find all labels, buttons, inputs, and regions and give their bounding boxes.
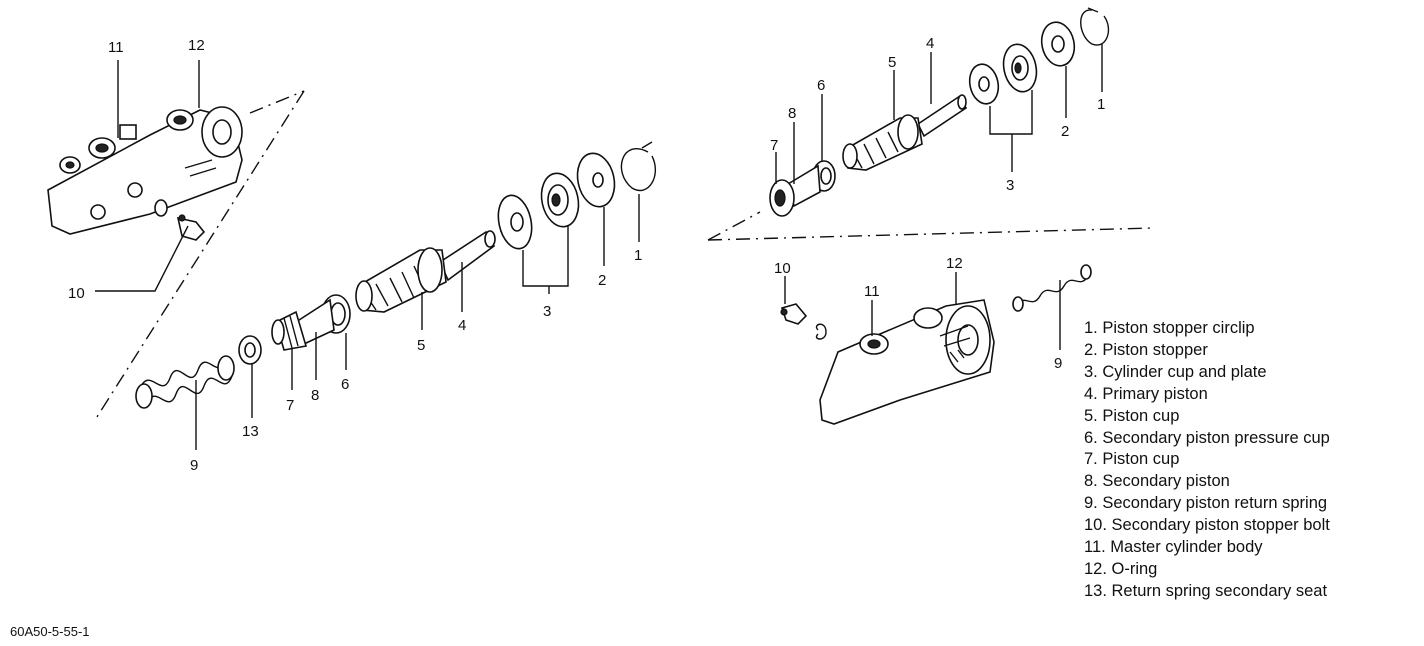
figure-code: 60A50-5-55-1 [10,624,90,639]
callout-number: 4 [458,317,466,334]
left-assembly: 11 12 10 1 2 3 4 5 6 8 7 13 9 [47,37,657,474]
primary-piston [842,94,968,171]
callout-number: 5 [888,54,896,71]
callout-number: 8 [788,105,796,122]
callout-number: 11 [864,283,880,300]
legend-item: 2. Piston stopper [1084,340,1208,359]
legend-item: 13. Return spring secondary seat [1084,581,1328,600]
callout-number: 2 [1061,123,1069,140]
callout-number: 12 [188,37,205,54]
legend-item: 11. Master cylinder body [1084,538,1263,557]
leader-line [989,90,1033,135]
legend-item: 10. Secondary piston stopper bolt [1084,516,1330,535]
legend-item: 6. Secondary piston pressure cup [1084,428,1330,447]
callout-number: 8 [311,387,319,404]
leader-line [95,225,189,292]
secondary-piston [769,160,836,217]
legend-item: 5. Piston cup [1084,406,1180,425]
callout-number: 11 [108,39,124,56]
return-spring-seat [238,335,262,365]
callout-number: 9 [190,457,198,474]
piston-stopper [576,152,616,208]
callout-number: 3 [543,303,551,320]
secondary-return-spring [135,355,235,409]
legend-item: 12. O-ring [1084,559,1158,578]
section-line [249,90,305,114]
legend-item: 8. Secondary piston [1084,472,1230,491]
master-cylinder-body [47,106,243,235]
callout-number: 1 [1097,96,1105,113]
right-assembly: 1 2 3 4 5 6 8 7 10 11 12 9 [707,7,1155,425]
cylinder-cup-and-plate [968,43,1038,105]
legend-item: 9. Secondary piston return spring [1084,494,1328,513]
callout-number: 5 [417,337,425,354]
callout-number: 10 [774,260,791,277]
callout-number: 12 [946,255,963,272]
callout-number: 9 [1054,355,1062,372]
piston-stopper-circlip [620,141,657,191]
stopper-bolt [154,199,206,241]
callout-number: 1 [634,247,642,264]
legend-item: 3. Cylinder cup and plate [1084,362,1267,381]
callout-number: 2 [598,272,606,289]
stopper-bolt [780,303,827,340]
section-line [94,90,305,421]
callout-number: 3 [1006,177,1014,194]
secondary-piston [271,294,351,351]
leader-line [522,226,569,287]
section-line [707,211,761,241]
callout-number: 13 [242,423,259,440]
parts-legend: 1. Piston stopper circlip 2. Piston stop… [1084,318,1330,603]
legend-item: 4. Primary piston [1084,384,1208,403]
legend-item: 7. Piston cup [1084,450,1180,469]
callout-number: 4 [926,35,934,52]
callout-number: 7 [286,397,294,414]
piston-stopper-circlip [1080,7,1110,46]
callout-number: 7 [770,137,778,154]
secondary-return-spring [1012,264,1092,312]
piston-stopper [1040,21,1076,67]
callout-number: 6 [817,77,825,94]
legend-item: 1. Piston stopper circlip [1084,319,1255,337]
callout-number: 10 [68,285,85,302]
cylinder-cup-and-plate [497,172,580,250]
callout-number: 6 [341,376,349,393]
section-line [707,227,1155,241]
master-cylinder-body [819,299,995,425]
primary-piston [355,230,496,313]
